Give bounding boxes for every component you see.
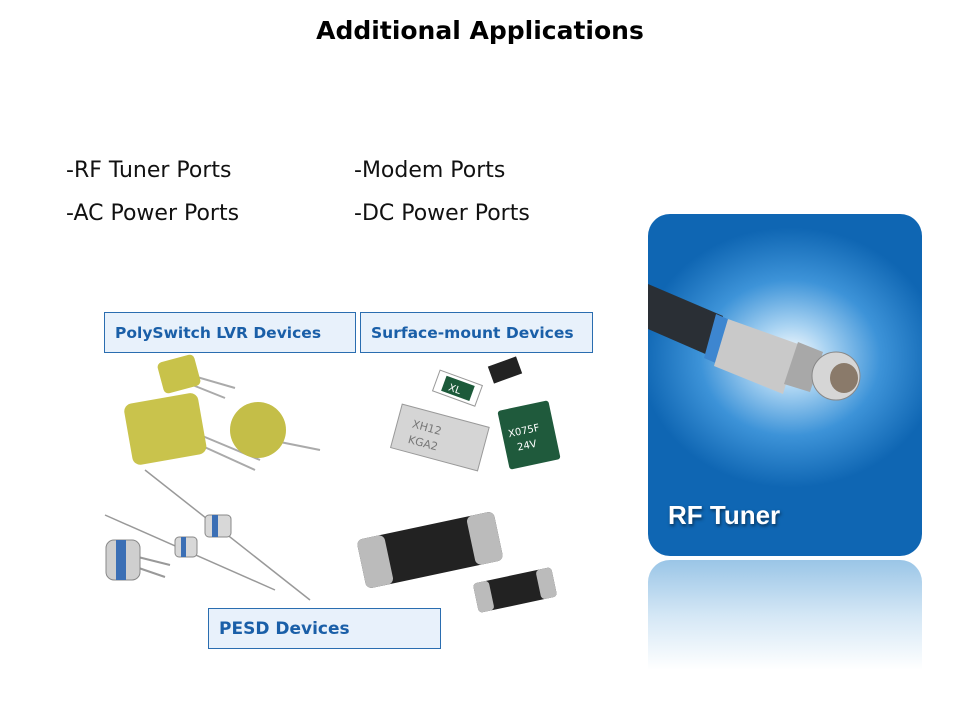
card-reflection (648, 560, 922, 670)
smd-marking: 24V (516, 439, 538, 454)
pesd-devices-label: PESD Devices (208, 608, 441, 649)
bullet-modem-ports: -Modem Ports (354, 158, 506, 183)
bullet-dc-power-ports: -DC Power Ports (354, 201, 530, 226)
pesd-devices-image (104, 469, 311, 601)
bullet-rf-tuner-ports: -RF Tuner Ports (66, 158, 232, 183)
smd-devices-image: XL XH12 KGA2 X075F 24V (357, 356, 561, 613)
polyswitch-devices-image (124, 354, 321, 471)
page-title: Additional Applications (316, 16, 644, 45)
rf-tuner-title: RF Tuner (668, 500, 781, 530)
polyswitch-lvr-devices-label: PolySwitch LVR Devices (104, 312, 356, 353)
rf-tuner-card: RF Tuner (648, 214, 922, 556)
surface-mount-devices-label: Surface-mount Devices (360, 312, 593, 353)
coax-connector-icon (648, 284, 861, 401)
smd-marking: XL (447, 382, 463, 397)
bullet-ac-power-ports: -AC Power Ports (66, 201, 240, 226)
